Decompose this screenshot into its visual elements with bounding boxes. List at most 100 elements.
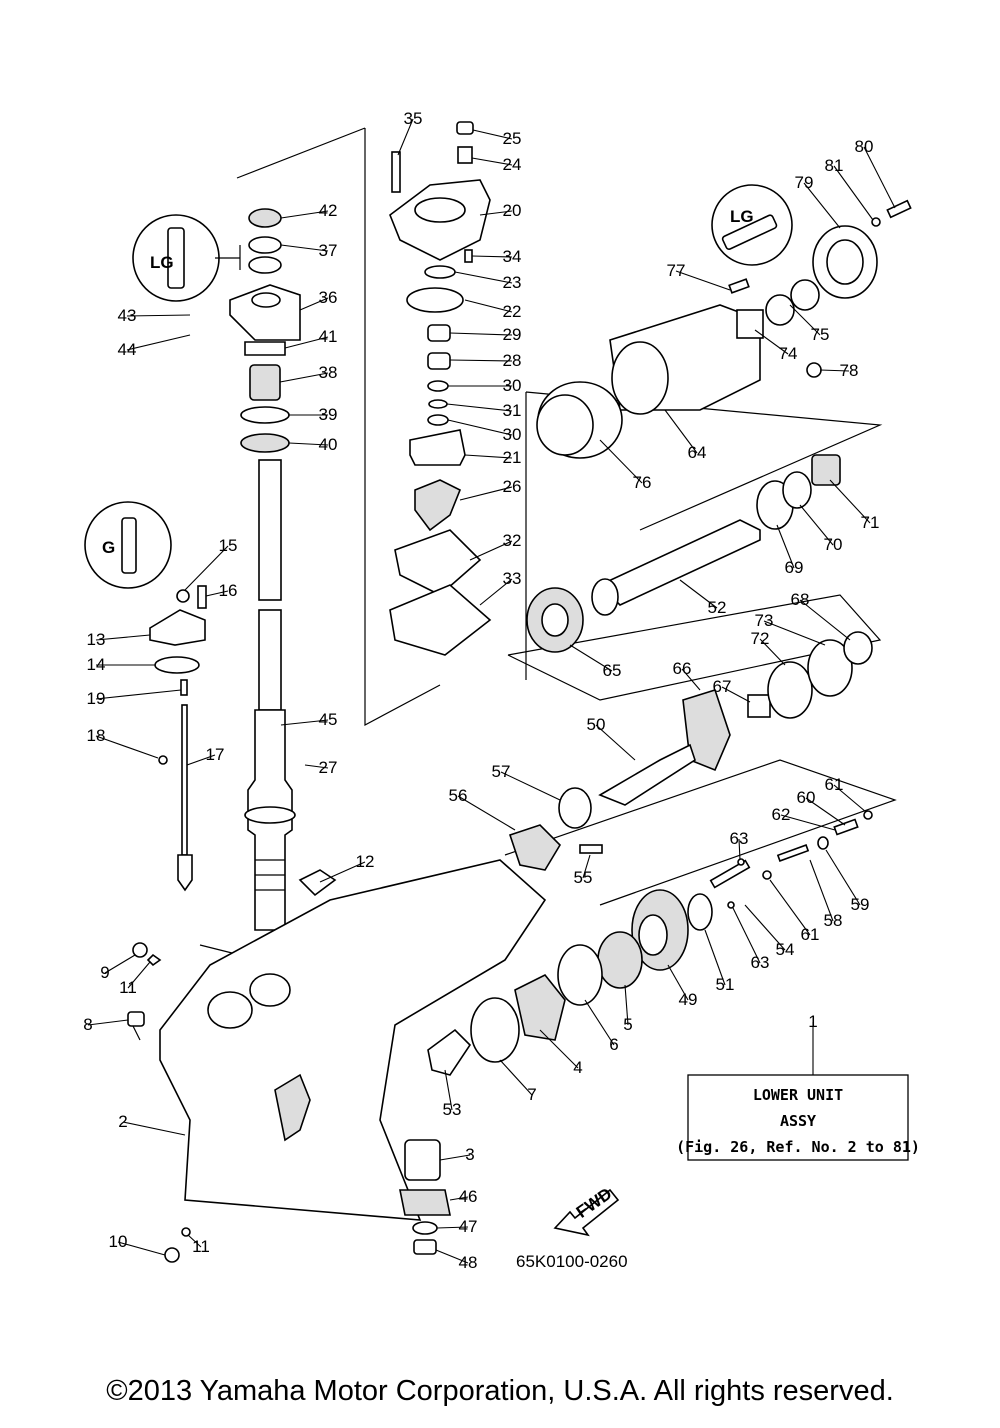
callout-16: 16 [219,581,238,600]
leader-line [464,454,513,459]
info-box-line1: LOWER UNIT [753,1086,843,1104]
callout-27: 27 [319,758,338,777]
callout-61: 61 [825,775,844,794]
leader-line [284,336,329,349]
callout-73: 73 [755,611,774,630]
leader-line [449,359,513,362]
leader-line [738,838,741,861]
part-36-housing [229,284,301,341]
leader-line [582,854,591,879]
callout-40: 40 [319,435,338,454]
callout-65: 65 [603,661,622,680]
part-32-plate [394,529,482,596]
callout-29: 29 [503,325,522,344]
leader-line [446,403,513,412]
callout-35: 35 [404,109,423,128]
part-77-bolt [728,278,750,294]
callout-66: 66 [673,659,692,678]
leader-line [759,638,786,666]
callout-28: 28 [503,351,522,370]
leader-line [744,904,786,951]
leader-line [479,578,513,606]
part-33-gasket [389,584,492,656]
leader-line [319,861,366,883]
drive-shaft-flange [244,806,296,824]
leader-line [829,479,871,524]
callout-58: 58 [824,911,843,930]
shift-rod-tip [177,854,193,892]
part-70-washer [782,471,812,509]
leader-line [449,332,513,336]
callout-30: 30 [503,376,522,395]
part-73-ring [807,639,853,697]
part-40 [240,433,290,453]
callout-15: 15 [219,536,238,555]
callout-18: 18 [87,726,106,745]
callout-39: 39 [319,405,338,424]
leader-line [499,1059,533,1096]
callout-13: 13 [87,630,106,649]
callout-78: 78 [840,361,859,380]
part-80-bolt [886,199,912,219]
leader-line [675,270,731,291]
part-71-needle-bearing [811,454,841,486]
info-box-line2: ASSY [780,1112,816,1130]
callout-38: 38 [319,363,338,382]
leader-line [667,964,689,1001]
leader-line [205,590,229,597]
part-61-a [762,870,772,880]
leader-line [664,409,698,454]
part-7-ring [470,997,520,1063]
part-38-bearing [249,364,281,401]
frame-line [364,128,441,726]
leader-line [732,907,761,964]
callout-47: 47 [459,1217,478,1236]
part-5-bearing [597,931,643,989]
leader-line [471,255,513,258]
leader-line [825,849,861,906]
callout-10: 10 [109,1232,128,1251]
callout-69: 69 [785,558,804,577]
leader-line [95,735,159,759]
frame-line [507,594,882,701]
leader-line [184,545,229,591]
callout-14: 14 [87,655,106,674]
leader-line [126,334,191,351]
leader-line [126,314,191,317]
callout-52: 52 [708,598,727,617]
leader-line [776,524,795,569]
callout-7: 7 [527,1085,536,1104]
leader-line [863,146,896,209]
callout-80: 80 [855,137,874,156]
part-14-o-ring [154,656,200,674]
leader-line [721,686,751,703]
leader-line [803,182,841,229]
leader-line [447,419,513,436]
callout-54: 54 [776,940,795,959]
callout-25: 25 [503,129,522,148]
frame-line [504,759,897,906]
part-30-b [427,414,449,426]
leader-line [187,1234,202,1248]
callout-19: 19 [87,689,106,708]
callout-51: 51 [716,975,735,994]
svg-text:G: G [102,538,115,557]
callout-labels: 1234567891011111213141516171819202122232… [83,109,896,1272]
callout-11: 11 [192,1237,210,1256]
leader-line [679,579,718,609]
part-37-b [248,256,282,274]
part-9-bolt [132,942,148,958]
callout-33: 33 [503,569,522,588]
leader-line [599,439,643,484]
callout-30: 30 [503,425,522,444]
leader-line [754,329,789,355]
leader-line [454,271,513,284]
part-74-bearing [736,309,764,339]
part-17-shift-rod [181,704,188,856]
part-51-shim [687,893,713,931]
callout-53: 53 [443,1100,462,1119]
part-48-nut [413,1239,437,1255]
callout-71: 71 [861,513,880,532]
part-81-washer [871,217,881,227]
part-42 [248,208,282,228]
